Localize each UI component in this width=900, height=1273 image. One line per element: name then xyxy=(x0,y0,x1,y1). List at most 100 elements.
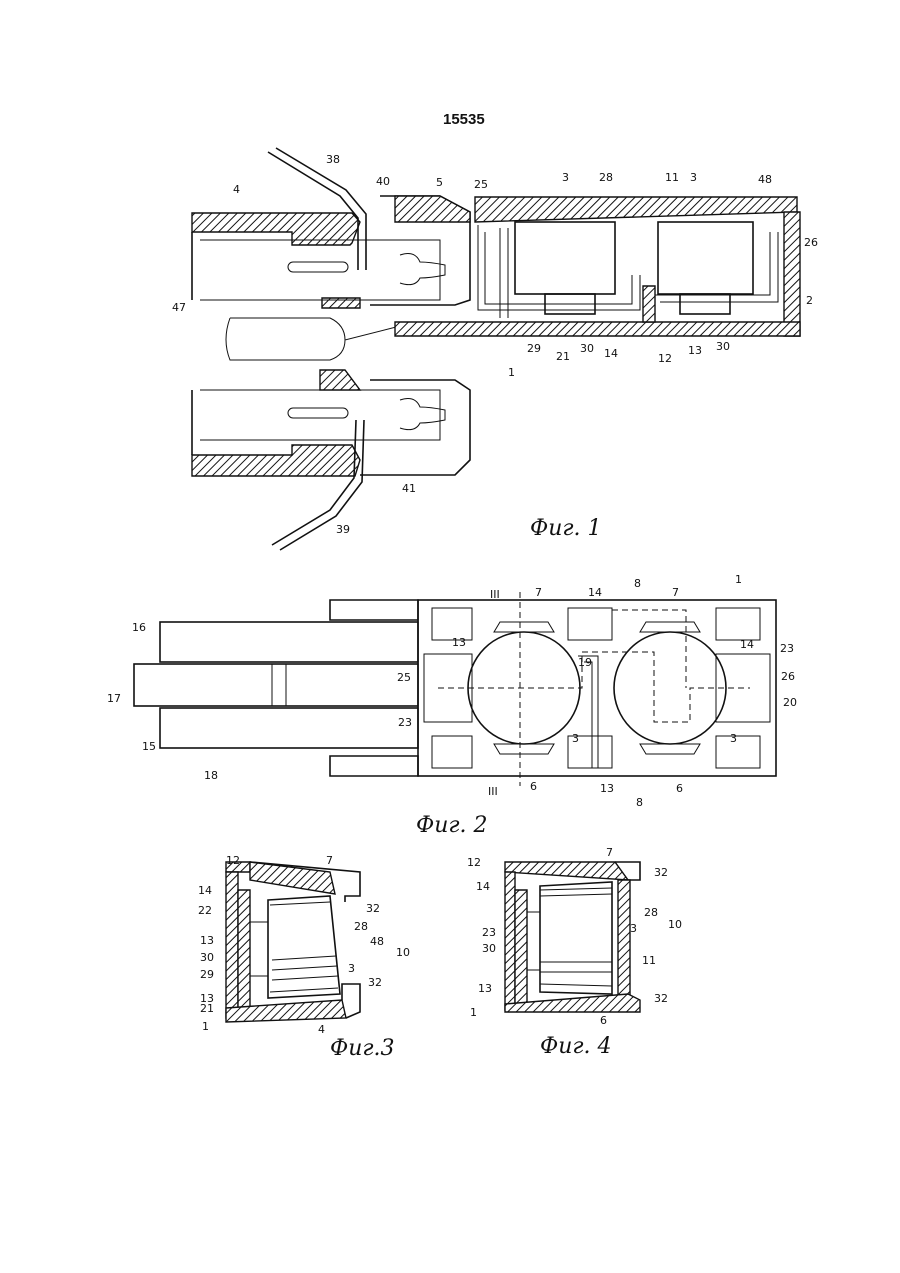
label-f4-6: 3 xyxy=(630,922,637,935)
label-f1-1: 40 xyxy=(376,175,390,188)
divider-lower xyxy=(320,370,360,390)
label-f3-4: 32 xyxy=(366,902,380,915)
label-f3-2: 14 xyxy=(198,884,212,897)
label-f4-7: 10 xyxy=(668,918,682,931)
label-f2-15: 20 xyxy=(783,696,797,709)
label-f2-3: 8 xyxy=(634,577,641,590)
label-f3-9: 30 xyxy=(200,951,214,964)
label-f2-10: 23 xyxy=(780,642,794,655)
label-f3-7: 48 xyxy=(370,935,384,948)
label-f3-0: 12 xyxy=(226,854,240,867)
f4-top-wall xyxy=(505,862,628,880)
label-f1-11: 2 xyxy=(806,294,813,307)
label-f1-8: 48 xyxy=(758,173,772,186)
label-f2-12: 26 xyxy=(781,670,795,683)
tab-top xyxy=(330,600,418,620)
label-f1-5: 28 xyxy=(599,171,613,184)
label-f4-8: 30 xyxy=(482,942,496,955)
label-f2-2: 14 xyxy=(588,586,602,599)
label-f4-1: 7 xyxy=(606,846,613,859)
label-f2-22: 13 xyxy=(600,782,614,795)
partition-wall xyxy=(643,286,655,322)
upper-contact-slot xyxy=(288,262,348,272)
label-f2-16: 3 xyxy=(572,732,579,745)
figure-2-caption: Фиг. 2 xyxy=(416,813,488,838)
label-f2-14: 23 xyxy=(398,716,412,729)
blade-17 xyxy=(134,664,418,706)
figure-1-drawing xyxy=(192,148,800,550)
label-f1-6: 11 xyxy=(665,171,679,184)
f4-fuse-cap xyxy=(527,912,540,970)
label-f2-20: III xyxy=(488,785,498,798)
label-f2-0: III xyxy=(490,588,500,601)
figure-4-drawing xyxy=(505,862,640,1012)
label-f2-18: 15 xyxy=(142,740,156,753)
label-f2-4: 7 xyxy=(672,586,679,599)
label-f2-5: 1 xyxy=(735,573,742,586)
plug-body-lower xyxy=(360,380,470,475)
label-f3-8: 10 xyxy=(396,946,410,959)
f3-fuse-cap xyxy=(250,922,268,976)
label-f1-14: 29 xyxy=(527,342,541,355)
label-f1-19: 13 xyxy=(688,344,702,357)
label-f4-10: 13 xyxy=(478,982,492,995)
label-f4-3: 14 xyxy=(476,880,490,893)
f4-strip-14 xyxy=(515,890,527,1004)
label-f1-2: 5 xyxy=(436,176,443,189)
current-path-line xyxy=(438,652,750,722)
label-f4-2: 32 xyxy=(654,866,668,879)
label-f1-13: 1 xyxy=(508,366,515,379)
lower-contact-tip xyxy=(400,399,445,430)
label-f1-21: 41 xyxy=(402,482,416,495)
f3-fuse-hatch xyxy=(270,902,338,992)
lower-cells xyxy=(432,736,760,768)
label-f1-4: 3 xyxy=(562,171,569,184)
label-f3-13: 32 xyxy=(368,976,382,989)
label-f3-10: 29 xyxy=(200,968,214,981)
end-wall-2 xyxy=(784,212,800,336)
label-f1-17: 14 xyxy=(604,347,618,360)
label-f2-17: 3 xyxy=(730,732,737,745)
blade-15 xyxy=(160,708,418,748)
f4-fuse-body xyxy=(540,882,612,994)
label-f2-1: 7 xyxy=(535,586,542,599)
strip-19 xyxy=(578,656,598,768)
upper-cells xyxy=(432,608,760,640)
fuse-left xyxy=(515,222,615,294)
label-f1-0: 38 xyxy=(326,153,340,166)
label-f2-6: 16 xyxy=(132,621,146,634)
label-f2-7: 13 xyxy=(452,636,466,649)
fuse-right xyxy=(658,222,753,294)
label-f1-16: 30 xyxy=(580,342,594,355)
label-f1-9: 4 xyxy=(233,183,240,196)
figure-2-drawing xyxy=(134,592,776,786)
label-f2-11: 25 xyxy=(397,671,411,684)
blade-16 xyxy=(160,622,418,662)
label-f3-5: 28 xyxy=(354,920,368,933)
upper-contact-tip xyxy=(400,254,445,285)
label-f2-21: 6 xyxy=(530,780,537,793)
label-f3-6: 13 xyxy=(200,934,214,947)
label-f4-4: 28 xyxy=(644,906,658,919)
document-number: 15535 xyxy=(443,111,485,128)
figure-3-drawing xyxy=(226,862,360,1022)
label-f3-16: 4 xyxy=(318,1023,325,1036)
f3-fuse-body xyxy=(268,896,340,998)
label-f1-3: 25 xyxy=(474,178,488,191)
label-f2-13: 17 xyxy=(107,692,121,705)
figure-4-caption: Фиг. 4 xyxy=(540,1034,612,1059)
label-f3-11: 3 xyxy=(348,962,355,975)
bottom-wall-1 xyxy=(395,322,800,336)
f4-left-wall xyxy=(505,872,515,1010)
figure-3-caption: Фиг.3 xyxy=(330,1036,395,1061)
label-f2-9: 14 xyxy=(740,638,754,651)
contact-strip-13 xyxy=(655,232,778,302)
upper-contact-box xyxy=(200,240,440,300)
label-f1-22: 39 xyxy=(336,523,350,536)
label-f2-8: 19 xyxy=(578,656,592,669)
fuse-right-cap xyxy=(680,294,730,314)
f3-top-wedge xyxy=(250,862,335,894)
label-f1-15: 21 xyxy=(556,350,570,363)
label-f4-0: 12 xyxy=(467,856,481,869)
